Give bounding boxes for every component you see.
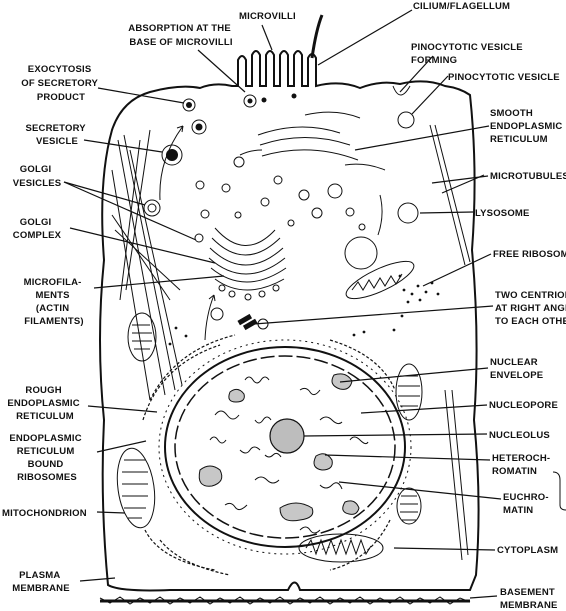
pinocytotic-vesicle [397, 111, 415, 129]
label-microvilli: MICROVILLI [239, 11, 296, 22]
label-free-ribosomes: FREE RIBOSOMES [493, 249, 566, 260]
label-pinocytotic-forming: PINOCYTOTIC VESICLE FORMING [411, 42, 526, 66]
mitochondrion-left [127, 312, 157, 362]
label-centrioles: TWO CENTRIOLES AT RIGHT ANGLES TO EACH O… [495, 290, 566, 327]
lysosome [397, 202, 419, 224]
label-nucleopore: NUCLEOPORE [489, 400, 558, 411]
microtubule [429, 124, 466, 266]
golgi-complex [208, 227, 287, 301]
label-euchromatin: EUCHRO- MATIN [503, 492, 552, 516]
label-lysosome: LYSOSOME [475, 208, 530, 219]
label-pinocytotic-vesicle: PINOCYTOTIC VESICLE [448, 72, 560, 83]
mitochondrion-lower-left [116, 447, 156, 529]
label-microfilaments: MICROFILA- MENTS (ACTIN FILAMENTS) [24, 277, 85, 327]
rough-er [142, 334, 396, 576]
nucleolus [269, 418, 305, 454]
mitochondrion-bottom [298, 533, 384, 563]
label-nuclear-envelope: NUCLEAR ENVELOPE [490, 357, 543, 381]
label-secretory-vesicle: SECRETORY VESICLE [25, 123, 88, 147]
free-ribosomes [168, 274, 440, 346]
label-er-bound-ribosomes: ENDOPLASMIC RETICULUM BOUND RIBOSOMES [9, 433, 84, 483]
label-microtubules: MICROTUBULES [490, 171, 566, 182]
label-golgi-complex: GOLGI COMPLEX [13, 217, 62, 241]
plasma-membrane-outline [99, 50, 480, 592]
secretory-vesicle [161, 144, 183, 166]
label-cytoplasm: CYTOPLASM [497, 545, 558, 556]
basement-membrane-line [99, 596, 471, 605]
label-cilium-flagellum: CILIUM/FLAGELLUM [413, 1, 510, 12]
label-basement-membrane: BASEMENT MEMBRANE [500, 587, 558, 611]
cilium [310, 14, 324, 59]
exocytosis-vesicle [182, 98, 196, 112]
label-heterochromatin: HETEROCH- ROMATIN [492, 453, 553, 477]
label-plasma-membrane: PLASMA MEMBRANE [12, 570, 70, 594]
label-mitochondrion: MITOCHONDRION [2, 508, 87, 519]
mitochondrion-upper-right [345, 260, 415, 300]
lysosome-large [344, 236, 378, 270]
pinocytotic-vesicle-forming [392, 85, 411, 96]
label-smooth-er: SMOOTH ENDOPLASMIC RETICULUM [490, 108, 565, 145]
smooth-er [239, 111, 386, 171]
label-rough-er: ROUGH ENDOPLASMIC RETICULUM [7, 385, 82, 422]
absorption-vesicle [243, 94, 257, 108]
mitochondrion-lower-right [395, 363, 423, 421]
label-golgi-vesicles: GOLGI VESICLES [13, 164, 62, 189]
golgi-vesicle-large [143, 199, 161, 217]
label-nucleolus: NUCLEOLUS [489, 430, 550, 441]
mitochondrion-right-small [396, 487, 422, 525]
label-absorption-microvilli: ABSORPTION AT THE BASE OF MICROVILLI [128, 23, 233, 48]
label-exocytosis: EXOCYTOSIS OF SECRETORY PRODUCT [21, 64, 101, 103]
centrioles [237, 313, 269, 331]
nucleus [158, 339, 412, 555]
secretory-vesicle-small [191, 119, 207, 135]
